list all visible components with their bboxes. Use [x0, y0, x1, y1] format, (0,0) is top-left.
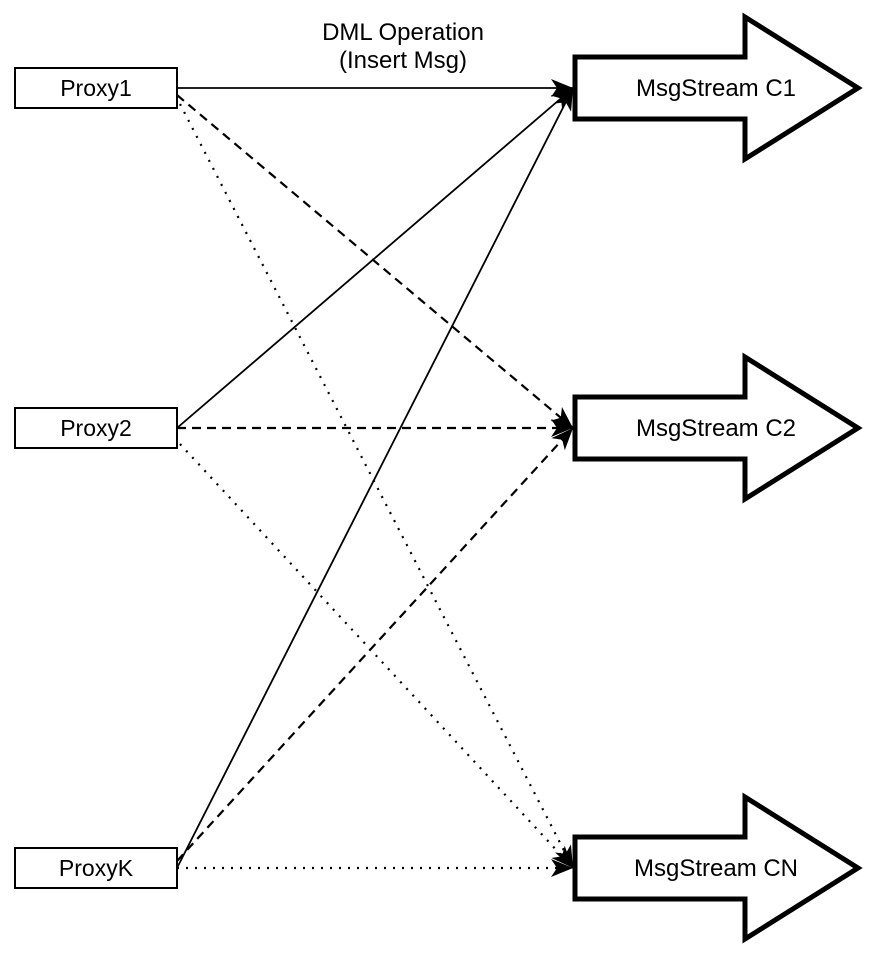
- msgstream-cn-label: MsgStream CN: [634, 855, 798, 882]
- block-arrow-c1: [572, 12, 863, 164]
- proxyk-label: ProxyK: [59, 855, 134, 881]
- proxy1-box: [14, 67, 178, 109]
- msgstream-c2-shape: [572, 352, 863, 504]
- block-arrow-c2: [572, 352, 863, 504]
- annotation-line1: DML Operation: [322, 19, 484, 46]
- msgstream-c1-shape: [572, 12, 863, 164]
- edge-proxy1-to-c2: [176, 94, 574, 429]
- edge-proxyk-to-c1: [176, 87, 574, 869]
- block-arrow-cn: [572, 792, 863, 944]
- edge-proxy2-to-cn: [179, 443, 574, 869]
- annotation-line2: (Insert Msg): [339, 47, 467, 74]
- proxy2-label: Proxy2: [60, 415, 132, 441]
- msgstream-c2-label: MsgStream C2: [636, 415, 796, 442]
- proxy1-label: Proxy1: [60, 75, 132, 101]
- msgstream-c1-label: MsgStream C1: [636, 75, 796, 102]
- edge-proxy1-to-cn: [179, 103, 574, 869]
- msgstream-cn-shape: [572, 792, 863, 944]
- edge-proxyk-to-c2: [176, 427, 574, 862]
- edge-proxy2-to-c1: [176, 87, 574, 429]
